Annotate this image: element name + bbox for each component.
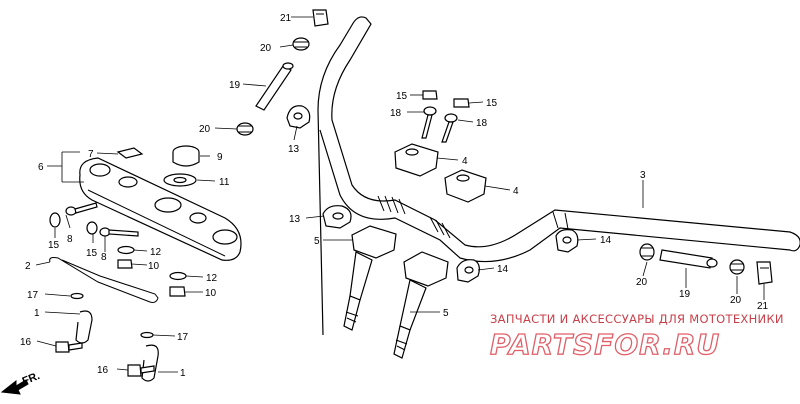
leader-lines: [35, 16, 765, 373]
part-17-ring-right: [140, 331, 154, 339]
callout-13-lower: 13: [289, 214, 301, 225]
part-14-clamp-left: [456, 259, 480, 283]
part-10-nut-b: [169, 286, 186, 297]
callout-16-left: 16: [20, 337, 32, 348]
callout-1-right: 1: [180, 368, 186, 379]
part-20-fitting-right-a: [639, 243, 655, 261]
callout-2: 2: [25, 261, 31, 272]
part-13-clamp-top: [286, 105, 311, 129]
callout-10-b: 10: [205, 288, 217, 299]
watermark-logo: PARTSFOR.RU: [490, 328, 720, 361]
part-15-cap-mid: [86, 221, 98, 235]
callout-20-right-b: 20: [730, 295, 742, 306]
callout-15-left-a: 15: [48, 240, 60, 251]
part-9-stem-nut: [172, 145, 200, 167]
part-15-nut-right-a: [422, 90, 438, 100]
callout-18-b: 18: [476, 118, 488, 129]
part-12-washer-a: [117, 245, 135, 255]
callout-21-right: 21: [757, 301, 769, 312]
callout-20-top: 20: [260, 43, 272, 54]
part-7-plate: [116, 147, 144, 159]
callout-8-b: 8: [101, 252, 107, 263]
callout-14-left: 14: [497, 264, 509, 275]
part-20-fitting-right-b: [729, 259, 745, 275]
callout-15-left-b: 15: [86, 248, 98, 259]
callout-labels: 21 20 19 20 13 9 11 7 6 15 15 18 18 4 4 …: [20, 13, 769, 379]
part-5-lower-holder-b: [393, 251, 449, 359]
callout-1-left: 1: [34, 308, 40, 319]
front-direction-indicator: FR.: [0, 370, 42, 395]
part-16-bolt-left: [55, 341, 83, 353]
part-12-washer-b: [169, 271, 187, 281]
front-arrow-icon: [0, 379, 29, 395]
callout-6: 6: [38, 162, 44, 173]
callout-5-b: 5: [443, 308, 449, 319]
part-8-bolt-b: [99, 227, 139, 237]
part-10-nut-a: [117, 259, 133, 269]
part-5-lower-holder-a: [343, 225, 397, 331]
callout-15-right-a: 15: [396, 91, 408, 102]
part-18-bolt-a: [421, 106, 437, 139]
part-1-clamp-left: [75, 310, 93, 344]
part-21-clip-right: [756, 261, 773, 285]
callout-12-a: 12: [150, 247, 162, 258]
part-13-clamp-lower: [322, 205, 352, 229]
watermark: ЗАПЧАСТИ И АКСЕССУАРЫ ДЛЯ МОТОТЕХНИКИ PA…: [489, 312, 784, 362]
part-1-clamp-right: [141, 344, 159, 382]
part-14-clamp-right: [555, 229, 579, 253]
callout-15-right-b: 15: [486, 98, 498, 109]
callout-9: 9: [217, 152, 223, 163]
callout-4-b: 4: [513, 186, 519, 197]
callout-4-a: 4: [462, 156, 468, 167]
top-bridge: [79, 157, 242, 261]
callout-19-right: 19: [679, 289, 691, 300]
part-20-fitting-mid: [236, 122, 254, 136]
watermark-tagline: ЗАПЧАСТИ И АКСЕССУАРЫ ДЛЯ МОТОТЕХНИКИ: [490, 312, 784, 326]
callout-3: 3: [640, 170, 646, 181]
part-15-nut-right-b: [453, 98, 470, 108]
part-16-bolt-right: [127, 364, 155, 377]
part-17-ring-left: [70, 292, 84, 300]
callout-21-top: 21: [280, 13, 292, 24]
part-8-bolt-a: [65, 202, 98, 216]
callout-5-a: 5: [314, 236, 320, 247]
callout-17-left: 17: [27, 290, 39, 301]
callout-16-right: 16: [97, 365, 109, 376]
part-20-fitting-top: [292, 37, 310, 51]
part-15-cap-left: [49, 212, 61, 228]
callout-13-top: 13: [288, 144, 300, 155]
callout-8-a: 8: [67, 234, 73, 245]
part-4-upper-holder-a: [394, 143, 439, 177]
part-4-upper-holder-b: [444, 169, 487, 203]
callout-7: 7: [88, 149, 94, 160]
part-2-wire-guide: [49, 257, 159, 303]
part-11-washer: [163, 173, 197, 187]
part-19-upper-rod: [255, 62, 294, 111]
callout-12-b: 12: [206, 273, 218, 284]
callout-18-a: 18: [390, 108, 402, 119]
callout-17-right: 17: [177, 332, 189, 343]
front-direction-label: FR.: [21, 370, 42, 388]
callout-10-a: 10: [148, 261, 160, 272]
part-21-clip-top: [312, 9, 329, 27]
callout-19-left: 19: [229, 80, 241, 91]
callout-11: 11: [219, 177, 230, 188]
callout-20-mid: 20: [199, 124, 211, 135]
part-19-rod-right: [659, 249, 718, 269]
handlebar: [317, 16, 800, 336]
callout-14-right: 14: [600, 235, 612, 246]
part-18-bolt-b: [441, 113, 458, 143]
callout-20-right-a: 20: [636, 277, 648, 288]
